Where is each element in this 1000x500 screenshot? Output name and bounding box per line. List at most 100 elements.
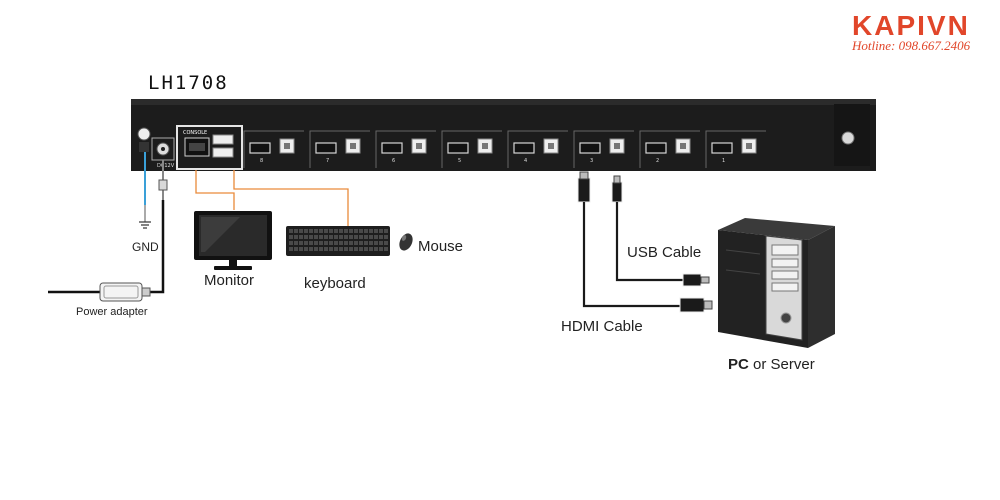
hdmi-port-icon [711,142,733,154]
key-cap [304,235,308,239]
key-cap [364,241,368,245]
key-cap [329,229,333,233]
port-pair-5: 5 [441,130,502,168]
gnd-label: GND [132,240,159,254]
key-cap [299,241,303,245]
key-cap [299,235,303,239]
port-number-label: 3 [590,158,593,164]
keyboard-icon [286,226,390,256]
port-number-label: 5 [458,158,461,164]
pc-server-label: PC or Server [728,356,815,373]
key-cap [319,229,323,233]
key-cap [304,241,308,245]
key-cap [299,247,303,251]
or-server-label: or Server [748,356,815,373]
pc-tower-icon [718,218,835,348]
key-cap [304,229,308,233]
port-pair-6: 6 [375,130,436,168]
key-cap [329,247,333,251]
key-cap [359,235,363,239]
key-cap [354,235,358,239]
key-cap [334,229,338,233]
port-number-label: 6 [392,158,395,164]
key-cap [339,229,343,233]
key-cap [324,247,328,251]
key-cap [349,247,353,251]
key-cap [369,229,373,233]
key-cap [354,229,358,233]
pc-label: PC [728,356,749,373]
port-pair-7: 7 [309,130,370,168]
key-cap [294,247,298,251]
port-number-label: 2 [656,158,659,164]
key-cap [299,229,303,233]
key-cap [319,247,323,251]
key-cap [294,229,298,233]
key-cap [309,247,313,251]
kvm-rear-panel [131,99,876,171]
hdmi-port-icon [579,142,601,154]
key-cap [349,235,353,239]
key-cap [314,235,318,239]
key-cap [374,235,378,239]
brand-logo: KAPIVN [852,10,970,41]
hdmi-port-icon [249,142,271,154]
usb-cable [611,175,710,287]
key-cap [379,235,383,239]
key-cap [319,235,323,239]
key-cap [309,241,313,245]
key-cap [359,229,363,233]
port-number-label: 8 [260,158,263,164]
key-cap [359,241,363,245]
key-cap [354,241,358,245]
key-cap [334,235,338,239]
usb-cable-label: USB Cable [627,244,702,261]
key-cap [384,229,388,233]
key-cap [294,235,298,239]
hdmi-port-icon [447,142,469,154]
port-pair-8: 8 [243,130,304,168]
key-cap [314,241,318,245]
key-cap [339,247,343,251]
key-cap [369,241,373,245]
key-cap [384,247,388,251]
hdmi-port-icon [315,142,337,154]
hdmi-port-icon [513,142,535,154]
key-cap [329,241,333,245]
key-cap [374,241,378,245]
key-cap [314,229,318,233]
port-number-label: 4 [524,158,527,164]
key-cap [329,235,333,239]
key-cap [314,247,318,251]
key-cap [344,241,348,245]
key-cap [304,247,308,251]
key-cap [379,247,383,251]
key-cap [344,247,348,251]
key-cap [354,247,358,251]
key-cap [379,229,383,233]
key-cap [309,235,313,239]
key-cap [379,241,383,245]
hdmi-port-icon [645,142,667,154]
console-label: CONSOLE [183,130,207,136]
key-cap [289,235,293,239]
monitor-label: Monitor [204,272,255,289]
key-cap [364,229,368,233]
keyboard-label: keyboard [304,275,366,292]
key-cap [364,247,368,251]
key-cap [349,241,353,245]
gnd-cable [139,152,151,229]
hdmi-cable [577,171,713,313]
key-cap [289,229,293,233]
port-pair-4: 4 [507,130,568,168]
key-cap [369,247,373,251]
key-cap [344,235,348,239]
key-cap [334,241,338,245]
console-usb-port-icon [212,147,234,158]
key-cap [289,247,293,251]
hotline-text: Hotline: 098.667.2406 [852,38,971,53]
key-cap [364,235,368,239]
key-cap [324,229,328,233]
